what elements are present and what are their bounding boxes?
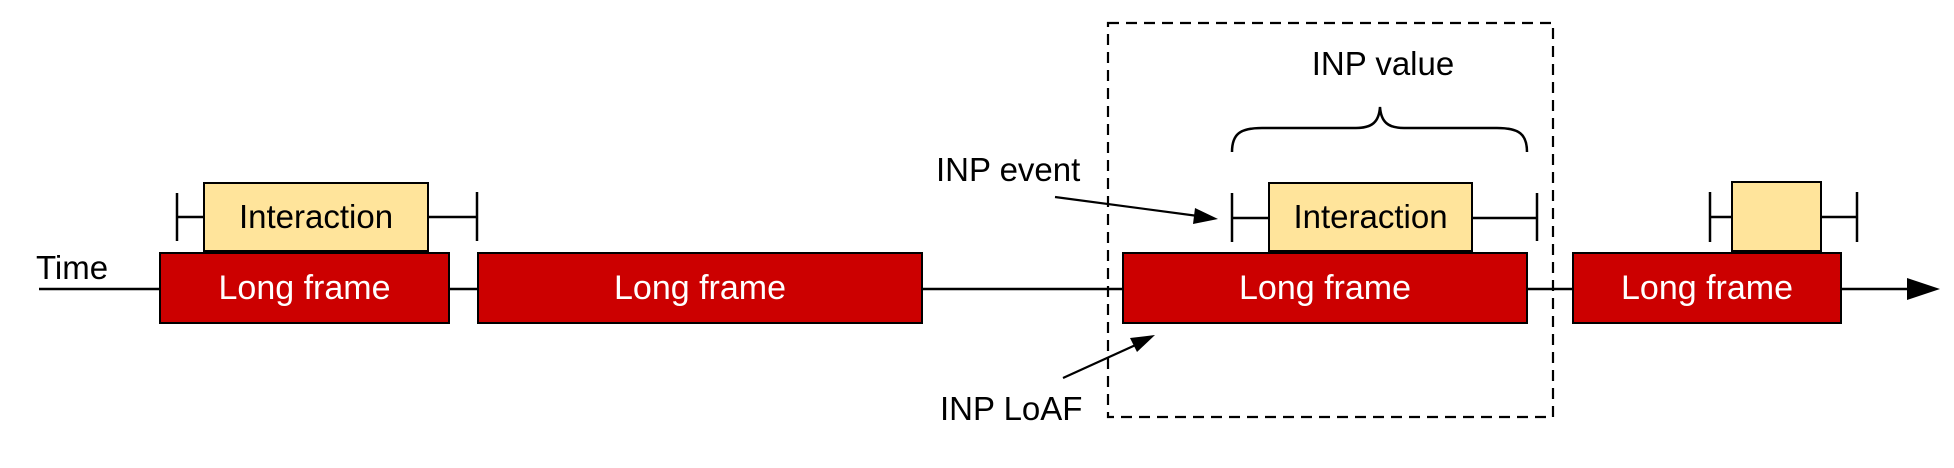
inp-value-brace [1230,106,1529,153]
timeline-arrowhead-icon [1907,278,1940,300]
long-frame-2: Long frame [477,252,923,324]
long-frame-2-label: Long frame [614,268,786,307]
interaction-3 [1731,181,1822,252]
long-frame-3-label: Long frame [1239,268,1411,307]
time-axis-label: Time [36,249,109,286]
long-frame-1-label: Long frame [218,268,391,307]
inp-loaf-dashed-boundary [1106,21,1555,419]
interaction-1-range-marker [175,192,479,241]
long-frame-3: Long frame [1122,252,1528,324]
inp-value-label: INP value [1311,45,1455,82]
interaction-2-label: Interaction [1293,198,1448,235]
interaction-2: Interaction [1268,182,1473,252]
inp-event-arrow [1054,195,1218,224]
interaction-3-range-marker [1708,192,1859,242]
interaction-2-range-marker [1230,193,1539,242]
interaction-1: Interaction [203,182,429,252]
inp-loaf-label: INP LoAF [940,390,1083,427]
long-frame-4: Long frame [1572,252,1842,324]
inp-event-label: INP event [936,151,1081,188]
inp-loaf-arrow [1062,335,1155,380]
long-frame-1: Long frame [159,252,450,324]
interaction-1-label: Interaction [238,198,394,235]
long-frame-4-label: Long frame [1621,268,1793,307]
